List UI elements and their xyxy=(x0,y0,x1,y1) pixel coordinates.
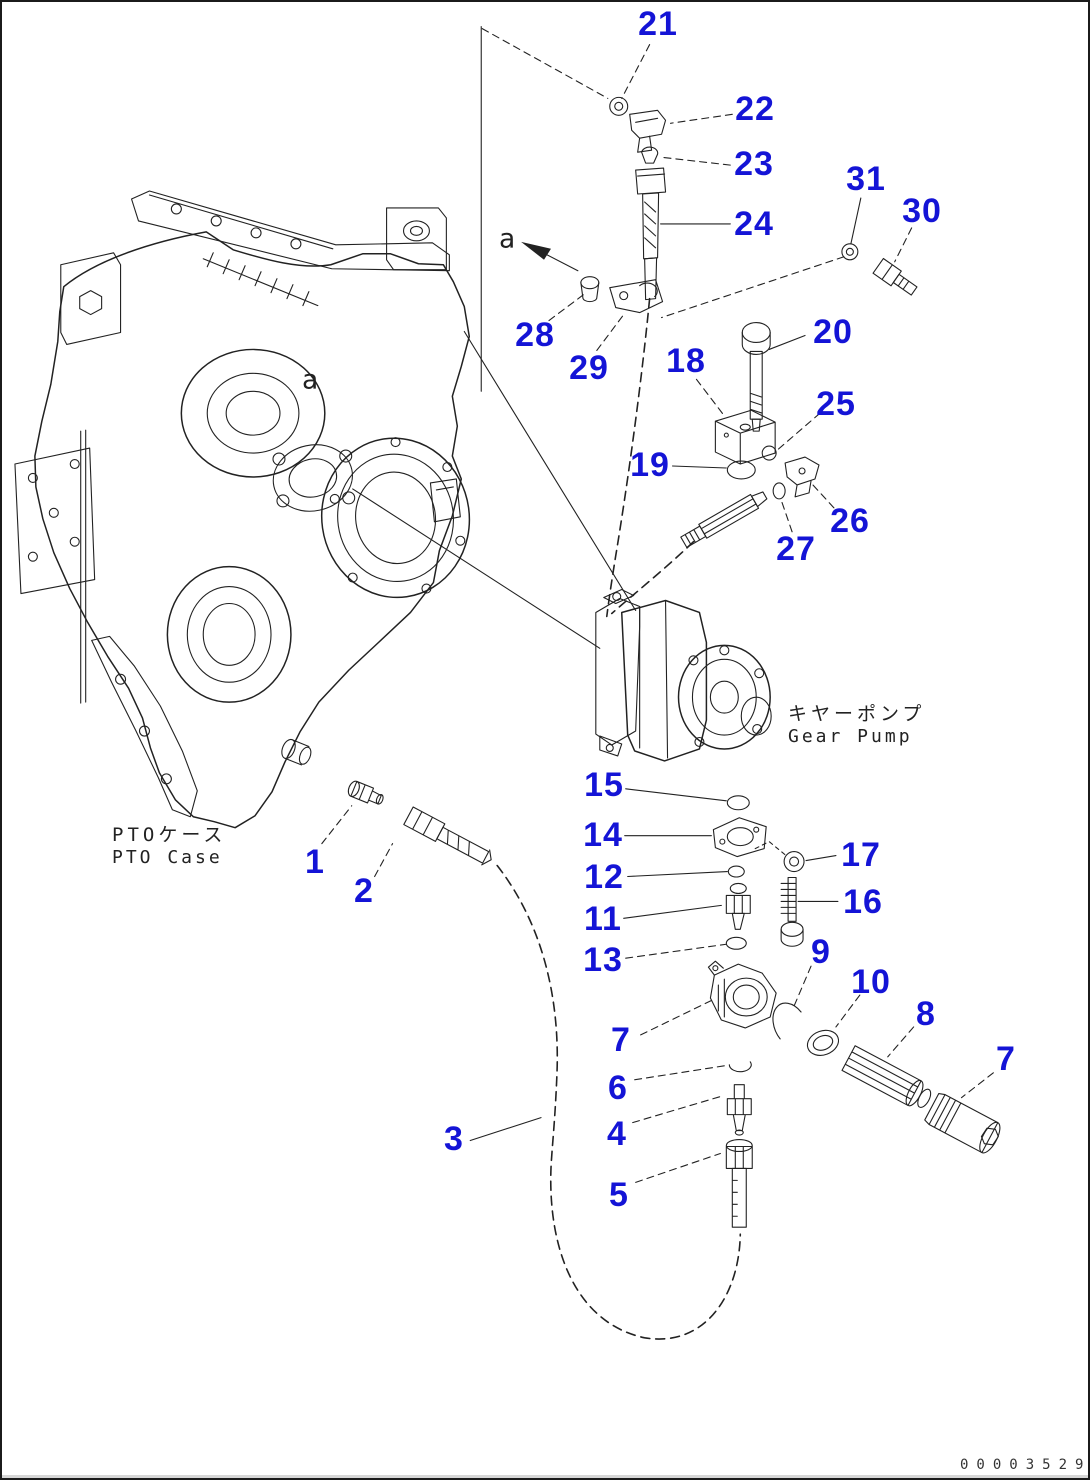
pto-case-label-en: PTO Case xyxy=(112,847,223,868)
hose-drawings xyxy=(496,256,845,1340)
case-boss xyxy=(281,738,312,766)
callout-16: 16 xyxy=(843,883,883,921)
callout-3: 3 xyxy=(444,1120,464,1158)
leader-lines xyxy=(321,44,994,1183)
construction-lines xyxy=(352,26,637,649)
callout-1: 1 xyxy=(305,843,325,881)
callout-4: 4 xyxy=(607,1115,627,1153)
callout-17: 17 xyxy=(841,836,881,874)
callout-27: 27 xyxy=(776,530,816,568)
callout-24: 24 xyxy=(734,205,774,243)
callout-29: 29 xyxy=(569,349,609,387)
callout-25: 25 xyxy=(816,385,856,423)
callout-12: 12 xyxy=(584,858,624,896)
callout-15: 15 xyxy=(584,766,624,804)
gear-pump-drawing xyxy=(595,589,772,762)
callout-22: 22 xyxy=(735,90,775,128)
callout-31: 31 xyxy=(846,160,886,198)
callout-11: 11 xyxy=(584,900,622,938)
callout-8: 8 xyxy=(916,995,936,1033)
gear-pump-label-jp: キヤーポンプ xyxy=(788,703,926,725)
callout-21: 21 xyxy=(638,5,678,43)
callout-13: 13 xyxy=(583,941,623,979)
callout-30: 30 xyxy=(902,192,942,230)
callout-14: 14 xyxy=(583,816,623,854)
pto-case-drawing xyxy=(14,190,471,829)
bottom-strip xyxy=(2,1475,1088,1478)
callout-6: 6 xyxy=(608,1069,628,1107)
parts-drawings xyxy=(347,96,1001,1228)
callout-26: 26 xyxy=(830,502,870,540)
callout-20: 20 xyxy=(813,313,853,351)
callout-19: 19 xyxy=(630,446,670,484)
drawing-number: 00003529 xyxy=(960,1457,1090,1473)
callout-9: 9 xyxy=(811,933,831,971)
callout-2: 2 xyxy=(354,872,374,910)
callout-23: 23 xyxy=(734,145,774,183)
pto-case-label-jp: PTOケース xyxy=(112,824,227,846)
callout-28: 28 xyxy=(515,316,555,354)
gear-pump-label: キヤーポンプ Gear Pump xyxy=(788,699,925,747)
callout-5: 5 xyxy=(609,1176,629,1214)
callout-10: 10 xyxy=(851,963,891,1001)
pto-case-label: PTOケース PTO Case xyxy=(112,820,226,868)
gear-pump-label-en: Gear Pump xyxy=(788,726,913,747)
view-marker-a: a xyxy=(498,223,516,255)
case-marker-a: a xyxy=(301,364,319,396)
callout-7-6: 7 xyxy=(611,1021,631,1059)
callout-18: 18 xyxy=(666,342,706,380)
callout-7-7: 7 xyxy=(996,1040,1016,1078)
view-arrow-icon xyxy=(521,241,579,272)
